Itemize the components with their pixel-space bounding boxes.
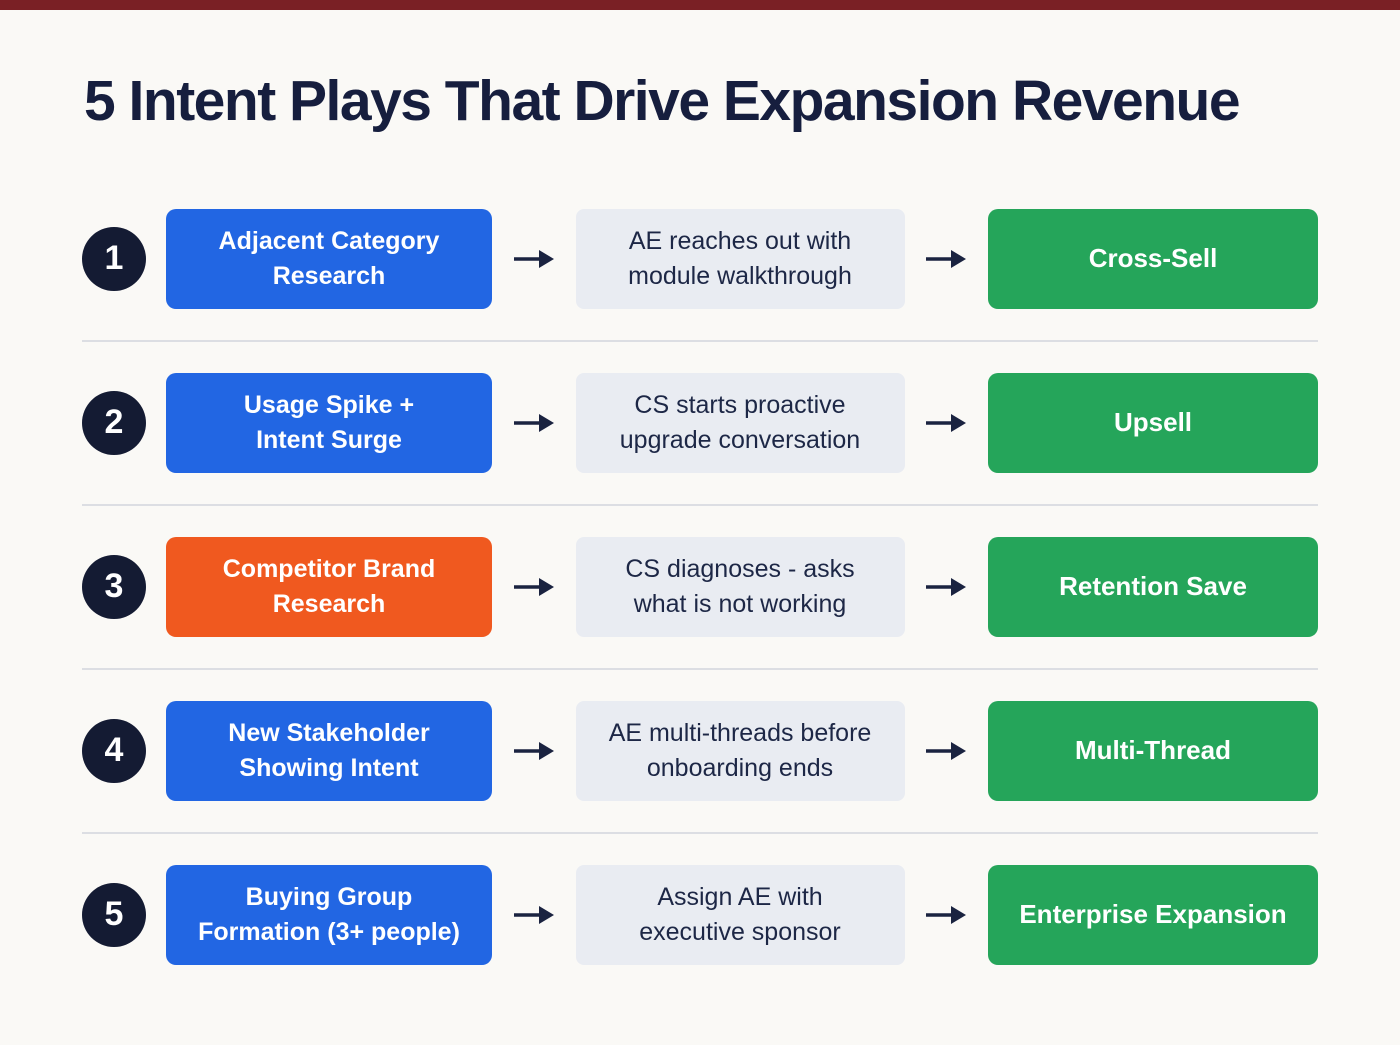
outcome-box: Enterprise Expansion — [988, 864, 1318, 965]
arrow-right-icon — [492, 574, 576, 600]
arrow-right-icon — [905, 574, 989, 600]
outcome-box: Retention Save — [988, 536, 1318, 637]
action-label: CS diagnoses - asks what is not working — [625, 554, 855, 618]
outcome-box: Upsell — [988, 372, 1318, 473]
plays-list: 1 Adjacent Category Research AE reaches … — [0, 208, 1400, 965]
signal-label: Usage Spike + Intent Surge — [243, 390, 415, 454]
arrow-right-icon — [905, 410, 989, 436]
action-box: CS starts proactive upgrade conversation — [575, 372, 905, 473]
step-number-badge: 3 — [82, 554, 146, 619]
row-divider — [82, 339, 1318, 342]
step-number: 4 — [104, 731, 124, 770]
play-row-3: 3 Competitor Brand Research CS diagnoses… — [82, 536, 1318, 637]
action-label: Assign AE with executive sponsor — [639, 882, 841, 946]
signal-label: Competitor Brand Research — [222, 554, 436, 618]
signal-label: Buying Group Formation (3+ people) — [198, 882, 460, 946]
top-accent-bar — [0, 0, 1400, 10]
action-box: AE multi-threads before onboarding ends — [575, 700, 905, 801]
step-number-badge: 4 — [82, 718, 146, 783]
arrow-right-icon — [905, 738, 989, 764]
signal-box: New Stakeholder Showing Intent — [166, 700, 492, 801]
step-number: 5 — [104, 895, 124, 934]
outcome-label: Upsell — [1113, 407, 1193, 438]
action-label: AE reaches out with module walkthrough — [628, 226, 852, 290]
step-number: 2 — [104, 403, 124, 442]
arrow-right-icon — [905, 902, 989, 928]
signal-box: Usage Spike + Intent Surge — [166, 372, 492, 473]
signal-box: Competitor Brand Research — [166, 536, 492, 637]
step-number-badge: 1 — [82, 226, 146, 291]
arrow-right-icon — [905, 246, 989, 272]
action-box: AE reaches out with module walkthrough — [575, 208, 905, 309]
row-divider — [82, 831, 1318, 834]
signal-box: Buying Group Formation (3+ people) — [166, 864, 492, 965]
arrow-right-icon — [492, 246, 576, 272]
action-box: Assign AE with executive sponsor — [575, 864, 905, 965]
signal-label: Adjacent Category Research — [218, 226, 440, 290]
arrow-right-icon — [492, 410, 576, 436]
step-number-badge: 2 — [82, 390, 146, 455]
arrow-right-icon — [492, 902, 576, 928]
arrow-right-icon — [492, 738, 576, 764]
action-label: AE multi-threads before onboarding ends — [608, 718, 872, 782]
outcome-label: Enterprise Expansion — [1019, 899, 1287, 930]
row-divider — [82, 503, 1318, 506]
signal-box: Adjacent Category Research — [166, 208, 492, 309]
step-number: 1 — [104, 239, 124, 278]
page-title: 5 Intent Plays That Drive Expansion Reve… — [84, 69, 1241, 133]
signal-label: New Stakeholder Showing Intent — [228, 718, 430, 782]
action-box: CS diagnoses - asks what is not working — [575, 536, 905, 637]
play-row-1: 1 Adjacent Category Research AE reaches … — [82, 208, 1318, 309]
step-number: 3 — [104, 567, 124, 606]
action-label: CS starts proactive upgrade conversation — [619, 390, 861, 454]
outcome-label: Multi-Thread — [1075, 735, 1231, 766]
row-divider — [82, 667, 1318, 670]
play-row-5: 5 Buying Group Formation (3+ people) Ass… — [82, 864, 1318, 965]
play-row-2: 2 Usage Spike + Intent Surge CS starts p… — [82, 372, 1318, 473]
step-number-badge: 5 — [82, 882, 146, 947]
outcome-label: Retention Save — [1059, 571, 1247, 602]
outcome-label: Cross-Sell — [1088, 243, 1218, 274]
outcome-box: Cross-Sell — [988, 208, 1318, 309]
play-row-4: 4 New Stakeholder Showing Intent AE mult… — [82, 700, 1318, 801]
outcome-box: Multi-Thread — [988, 700, 1318, 801]
